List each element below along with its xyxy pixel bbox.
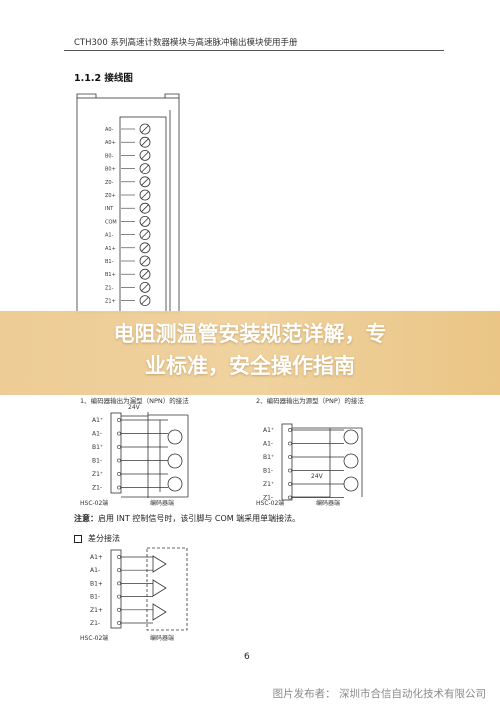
terminal-label: B1+ (105, 272, 116, 278)
terminal-point-icon (117, 594, 121, 599)
terminal-point-icon (288, 468, 292, 473)
wiring-terminal-label: A1+ (90, 554, 103, 561)
banner-title-line-2: 业标准，安全操作指南 (145, 354, 355, 378)
npn-left-label: HSC-02端 (80, 499, 108, 507)
note-paragraph: 注意：启用 INT 控制信号时，该引脚与 COM 端采用单端接法。 (74, 513, 300, 524)
terminal-point-icon (117, 485, 121, 490)
differential-title: 差分接法 (88, 534, 120, 543)
banner-title-line-1: 电阻测温管安装规范详解，专 (113, 322, 387, 346)
watermark: 图片发布者： 深圳市合信自动化技术有限公司 (272, 688, 486, 700)
terminal-label: B1- (105, 259, 114, 265)
screw-slot (141, 178, 149, 186)
terminal-label: A1- (105, 233, 114, 239)
screw-slot (141, 244, 149, 252)
terminal-label: A1+ (105, 246, 116, 252)
terminal-point-icon (117, 607, 121, 612)
screw-slot (141, 230, 149, 239)
pnp-right-label: 编码器端 (316, 499, 340, 507)
note-prefix: 注意： (74, 514, 98, 523)
terminal-point-icon (117, 568, 121, 573)
terminal-point-icon (117, 418, 121, 422)
pnp-wires: A1⁺ A1- B1⁺ B1- Z1⁺ Z1- (263, 427, 344, 502)
terminal-point-icon (117, 445, 121, 449)
section-title: 1.1.2 接线图 (74, 73, 133, 84)
screw-slot (141, 217, 149, 226)
screw-slot (141, 138, 149, 146)
npn-diagram (110, 412, 189, 498)
terminal-label: Z0- (105, 180, 114, 186)
terminal-label: B0- (105, 153, 114, 159)
note-text: 启用 INT 控制信号时，该引脚与 COM 端采用单端接法。 (98, 514, 301, 523)
screw-slot (141, 270, 149, 278)
terminal-label: INT (105, 206, 114, 212)
npn-wires: A1⁺ A1- B1⁺ B1- Z1⁺ Z1- (92, 417, 168, 492)
npn-voltage: 24V (128, 404, 141, 411)
wiring-terminal-label: B1- (92, 458, 102, 465)
wiring-terminal-label: Z1⁺ (92, 471, 103, 478)
terminal-point-icon (288, 455, 292, 459)
differential-heading: 差分接法 (74, 533, 120, 544)
screw-slot (141, 283, 149, 292)
terminal-point-icon (117, 458, 121, 463)
wiring-terminal-label: Z1- (92, 485, 102, 492)
terminal-point-icon (117, 621, 121, 625)
terminal-label: COM (105, 219, 117, 225)
screw-slot (141, 151, 149, 160)
pnp-voltage: 24V (311, 473, 324, 480)
wiring-terminal-label: B1⁺ (92, 444, 103, 451)
terminal-point-icon (288, 428, 292, 432)
terminal-labels: A0- A0+ B0- B0+ Z0- Z0+ INT COM A1- A1+ B1- B1+ Z1- Z… (105, 127, 117, 305)
terminal-point-icon (117, 581, 121, 586)
wiring-terminal-label: A1- (92, 431, 102, 438)
npn-right-label: 编码器端 (150, 499, 174, 507)
header-rule (64, 50, 444, 51)
screw-slot (141, 204, 149, 212)
checkbox-square-icon (74, 534, 82, 543)
wiring-terminal-label: Z1+ (90, 607, 103, 614)
differential-left-label: HSC-02端 (80, 634, 108, 642)
wiring-terminal-label: B1+ (90, 580, 103, 587)
module-outline (76, 93, 180, 314)
wiring-terminal-label: B1- (90, 594, 100, 601)
title-banner (0, 311, 500, 395)
screw-slot (141, 296, 149, 305)
screw-slot (141, 191, 149, 199)
wiring-terminal-label: Z1⁺ (263, 481, 274, 488)
banner-title: 电阻测温管安装规范详解，专 业标准，安全操作指南 (40, 318, 460, 382)
differential-right-label: 编码器端 (150, 634, 174, 642)
terminal-label: Z1+ (105, 299, 116, 305)
terminal-point-icon (117, 555, 121, 559)
wiring-terminal-label: Z1- (263, 495, 273, 502)
terminal-label: A0- (105, 127, 114, 133)
wiring-terminal-label: A1⁺ (92, 417, 103, 424)
wiring-terminal-label: B1- (263, 468, 273, 475)
screw-slot (141, 257, 149, 265)
wiring-terminal-label: B1⁺ (263, 454, 274, 461)
pnp-caption: 2、编码器输出为源型（PNP）的接法 (256, 396, 364, 405)
differential-diagram (110, 547, 188, 631)
wiring-terminal-label: A1- (263, 441, 273, 448)
page-number: 6 (244, 652, 250, 662)
terminal-label: Z1- (105, 285, 114, 291)
wiring-terminal-label: A1- (90, 567, 100, 574)
screw-slot (141, 164, 149, 173)
wiring-terminal-label: Z1- (90, 620, 100, 627)
terminal-label: B0+ (105, 167, 116, 173)
pnp-left-label: HSC-02端 (256, 499, 284, 507)
differential-wires: A1+ A1- B1+ B1- Z1+ Z1- (90, 554, 153, 627)
terminal-point-icon (288, 495, 292, 500)
terminal-screws (121, 123, 151, 307)
terminal-point-icon (117, 431, 121, 436)
npn-caption: 1、编码器输出为漏型（NPN）的接法 (80, 396, 189, 405)
terminal-point-icon (117, 472, 121, 476)
terminal-label: Z0+ (105, 193, 116, 199)
screw-slot (141, 125, 149, 133)
pnp-diagram (281, 423, 363, 501)
wiring-terminal-label: A1⁺ (263, 427, 274, 434)
terminal-point-icon (288, 441, 292, 446)
terminal-label: A0+ (105, 140, 116, 146)
manual-header-title: CTH300 系列高速计数器模块与高速脉冲输出模块使用手册 (74, 38, 298, 48)
terminal-point-icon (288, 482, 292, 486)
